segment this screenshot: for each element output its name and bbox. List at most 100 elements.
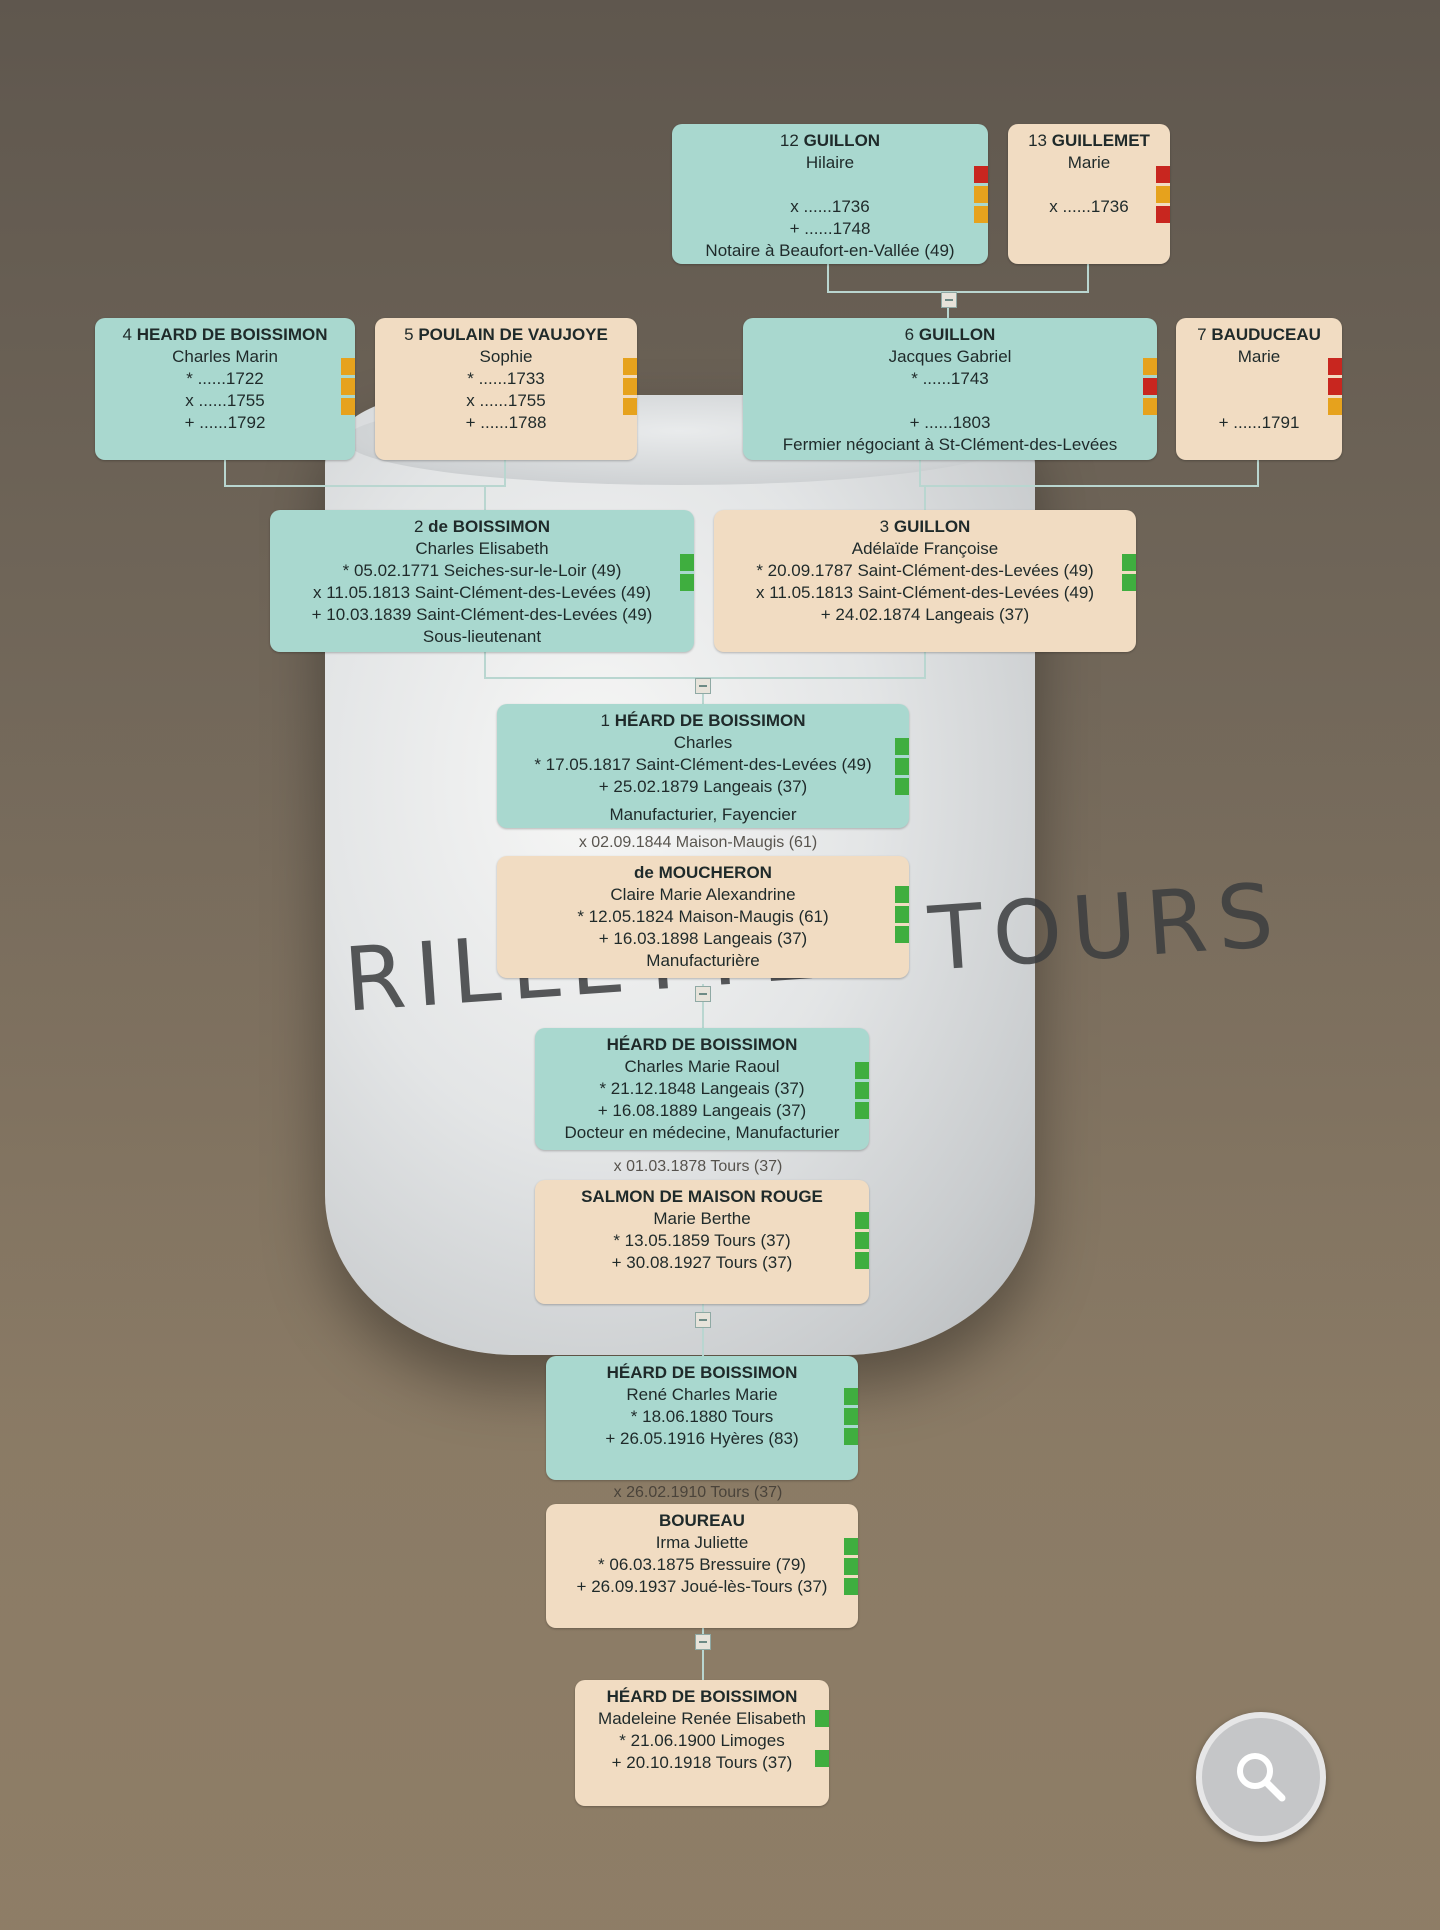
- source-status: [974, 166, 988, 223]
- person-line: + 20.10.1918 Tours (37): [611, 1753, 793, 1772]
- person-card[interactable]: HÉARD DE BOISSIMON Charles Marie Raoul *…: [535, 1028, 869, 1150]
- source-status: [1122, 554, 1136, 591]
- status-bar: [623, 358, 637, 375]
- person-surname: POULAIN DE VAUJOYE: [418, 325, 608, 344]
- person-card[interactable]: 7 BAUDUCEAU Marie + ......1791: [1176, 318, 1342, 460]
- person-given-names: Marie: [1237, 347, 1281, 366]
- status-bar: [974, 186, 988, 203]
- source-status: [1328, 358, 1342, 415]
- person-card[interactable]: 5 POULAIN DE VAUJOYE Sophie * ......1733…: [375, 318, 637, 460]
- person-card[interactable]: SALMON DE MAISON ROUGE Marie Berthe * 13…: [535, 1180, 869, 1304]
- person-surname: de BOISSIMON: [428, 517, 551, 536]
- person-card[interactable]: 4 HEARD DE BOISSIMON Charles Marin * ...…: [95, 318, 355, 460]
- status-bar: [1328, 358, 1342, 375]
- person-card[interactable]: HÉARD DE BOISSIMON Madeleine Renée Elisa…: [575, 1680, 829, 1806]
- person-surname: BOUREAU: [659, 1511, 745, 1530]
- person-card[interactable]: 1 HÉARD DE BOISSIMON Charles * 17.05.181…: [497, 704, 909, 828]
- status-bar: [1328, 378, 1342, 395]
- person-given-names: Madeleine Renée Elisabeth: [598, 1709, 806, 1728]
- status-bar: [815, 1750, 829, 1767]
- person-line: + 24.02.1874 Langeais (37): [820, 605, 1030, 624]
- person-line: * 20.09.1787 Saint-Clément-des-Levées (4…: [756, 561, 1094, 580]
- status-bar: [895, 758, 909, 775]
- person-line: Manufacturière: [646, 951, 760, 970]
- status-bar: [623, 398, 637, 415]
- person-card[interactable]: 2 de BOISSIMON Charles Elisabeth * 05.02…: [270, 510, 694, 652]
- status-bar: [1143, 398, 1157, 415]
- person-given-names: Charles Marin: [172, 347, 278, 366]
- source-status: [341, 358, 355, 415]
- collapse-toggle[interactable]: [695, 986, 711, 1002]
- person-line: * 21.06.1900 Limoges: [619, 1731, 785, 1750]
- person-line: + 16.03.1898 Langeais (37): [598, 929, 808, 948]
- status-bar: [855, 1212, 869, 1229]
- person-given-names: René Charles Marie: [626, 1385, 778, 1404]
- source-status: [855, 1062, 869, 1119]
- source-status: [1156, 166, 1170, 223]
- collapse-toggle[interactable]: [695, 1634, 711, 1650]
- person-line: Fermier négociant à St-Clément-des-Levée…: [782, 435, 1118, 454]
- person-card[interactable]: BOUREAU Irma Juliette * 06.03.1875 Bress…: [546, 1504, 858, 1628]
- person-line: + ......1803: [909, 413, 991, 432]
- person-given-names: Charles Elisabeth: [415, 539, 549, 558]
- collapse-toggle[interactable]: [941, 292, 957, 308]
- person-surname: SALMON DE MAISON ROUGE: [581, 1187, 823, 1206]
- person-line: * 18.06.1880 Tours: [630, 1407, 774, 1426]
- source-status: [844, 1388, 858, 1445]
- sosa-number: 2: [413, 517, 424, 536]
- marriage-label: x 26.02.1910 Tours (37): [613, 1484, 783, 1501]
- person-line: [1176, 368, 1342, 390]
- source-status: [895, 886, 909, 943]
- person-given-names: Charles: [673, 733, 733, 752]
- status-bar: [1156, 166, 1170, 183]
- person-given-names: Charles Marie Raoul: [624, 1057, 780, 1076]
- sosa-number: 4: [122, 325, 132, 344]
- source-status: [815, 1710, 829, 1767]
- source-status: [844, 1538, 858, 1595]
- person-card[interactable]: 6 GUILLON Jacques Gabriel * ......1743 +…: [743, 318, 1157, 460]
- person-line: * 13.05.1859 Tours (37): [613, 1231, 791, 1250]
- person-line: x ......1736: [1049, 197, 1129, 216]
- person-line: Docteur en médecine, Manufacturier: [564, 1123, 840, 1142]
- person-surname: BAUDUCEAU: [1211, 325, 1321, 344]
- source-status: [1143, 358, 1157, 415]
- person-given-names: Jacques Gabriel: [888, 347, 1012, 366]
- person-line: Sous-lieutenant: [422, 627, 542, 646]
- person-line: * 12.05.1824 Maison-Maugis (61): [577, 907, 829, 926]
- collapse-toggle[interactable]: [695, 1312, 711, 1328]
- person-surname: GUILLEMET: [1051, 131, 1150, 150]
- person-line: [743, 390, 1157, 412]
- sosa-number: 6: [904, 325, 915, 344]
- person-given-names: Adélaïde Françoise: [851, 539, 999, 558]
- person-line: x ......1755: [185, 391, 265, 410]
- source-status: [680, 554, 694, 591]
- collapse-toggle[interactable]: [695, 678, 711, 694]
- search-button[interactable]: [1196, 1712, 1326, 1842]
- person-card[interactable]: 13 GUILLEMET Marie x ......1736: [1008, 124, 1170, 264]
- person-surname: de MOUCHERON: [634, 863, 772, 882]
- status-bar: [974, 206, 988, 223]
- status-bar: [623, 378, 637, 395]
- person-line: [1176, 390, 1342, 412]
- sosa-number: 3: [879, 517, 890, 536]
- status-bar: [815, 1730, 829, 1747]
- person-line: + ......1792: [184, 413, 266, 432]
- status-bar: [815, 1710, 829, 1727]
- person-card[interactable]: de MOUCHERON Claire Marie Alexandrine * …: [497, 856, 909, 978]
- person-surname: HÉARD DE BOISSIMON: [606, 1687, 798, 1706]
- person-line: * ......1733: [467, 369, 545, 388]
- status-bar: [895, 926, 909, 943]
- status-bar: [895, 738, 909, 755]
- status-bar: [1143, 378, 1157, 395]
- person-line: Manufacturier, Fayencier: [609, 805, 797, 824]
- status-bar: [855, 1062, 869, 1079]
- person-line: x ......1736: [790, 197, 870, 216]
- source-status: [895, 738, 909, 795]
- status-bar: [855, 1252, 869, 1269]
- sosa-number: 1: [600, 711, 610, 730]
- person-line: x ......1755: [466, 391, 546, 410]
- person-card[interactable]: 3 GUILLON Adélaïde Françoise * 20.09.178…: [714, 510, 1136, 652]
- status-bar: [341, 358, 355, 375]
- person-card[interactable]: HÉARD DE BOISSIMON René Charles Marie * …: [546, 1356, 858, 1480]
- person-card[interactable]: 12 GUILLON Hilaire x ......1736 + ......…: [672, 124, 988, 264]
